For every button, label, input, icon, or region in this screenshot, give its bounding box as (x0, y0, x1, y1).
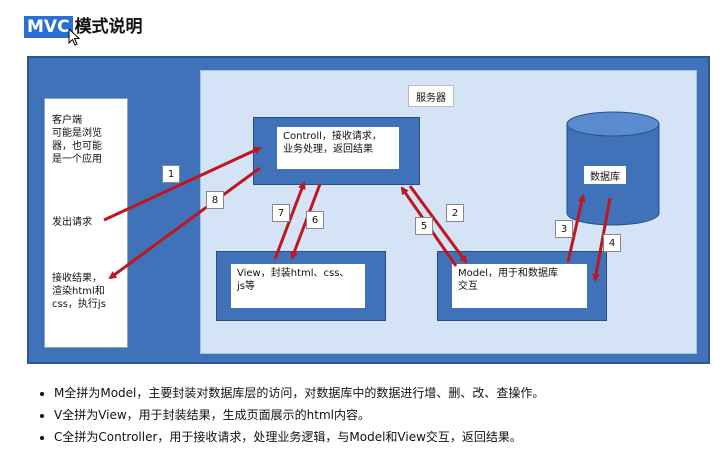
note-view: V全拼为View，用于封装结果，生成页面展示的html内容。 (54, 404, 544, 426)
step-label-5: 5 (415, 217, 433, 235)
client-receive-result: 接收结果， 渲染html和 css，执行js (52, 272, 106, 311)
database-label: 数据库 (584, 166, 626, 184)
client-desc-line: 客户端 (52, 115, 82, 126)
arrow-step-4 (592, 197, 612, 282)
model-label: Model，用于和数据库 交互 (452, 264, 587, 308)
client-receive-line: 渲染html和 (52, 286, 105, 297)
notes-list: M全拼为Model，主要封装对数据库层的访问，对数据库中的数据进行增、删、改、查… (38, 382, 544, 448)
controller-label: Controll，接收请求， 业务处理，返回结果 (277, 127, 399, 169)
step-label-7: 7 (272, 204, 290, 222)
client-receive-line: 接收结果， (52, 273, 102, 284)
arrow-step-8 (108, 166, 261, 280)
step-label-2: 2 (446, 204, 464, 222)
step-label-3: 3 (555, 220, 573, 238)
arrow-step-3 (566, 194, 586, 263)
client-desc-line: 可能是浏览 (52, 128, 102, 139)
step-label-6: 6 (306, 211, 324, 229)
server-label: 服务器 (408, 85, 454, 107)
note-model: M全拼为Model，主要封装对数据库层的访问，对数据库中的数据进行增、删、改、查… (54, 382, 544, 404)
view-line: js等 (237, 281, 255, 292)
client-receive-line: css，执行js (52, 299, 106, 310)
title-highlight: MVC (24, 16, 73, 38)
model-line: Model，用于和数据库 (458, 268, 559, 279)
client-desc-line: 器，也可能 (52, 141, 102, 152)
client-panel (44, 98, 128, 348)
note-controller: C全拼为Controller，用于接收请求，处理业务逻辑，与Model和View… (54, 426, 544, 448)
view-label: View，封装html、css、 js等 (231, 264, 365, 308)
step-label-4: 4 (603, 234, 621, 252)
arrow-step-1 (103, 146, 262, 222)
controller-line: Controll，接收请求， (283, 131, 382, 142)
step-label-1: 1 (162, 165, 180, 183)
client-description: 客户端 可能是浏览 器，也可能 是一个应用 (52, 114, 102, 166)
arrow-step-2 (408, 185, 468, 264)
client-send-request: 发出请求 (52, 217, 92, 228)
step-label-8: 8 (206, 191, 224, 209)
controller-line: 业务处理，返回结果 (283, 144, 373, 155)
model-line: 交互 (458, 281, 478, 292)
client-desc-line: 是一个应用 (52, 154, 102, 165)
title-rest: 模式说明 (74, 17, 143, 37)
mouse-cursor-icon (68, 28, 80, 46)
view-line: View，封装html、css、 (237, 268, 350, 279)
